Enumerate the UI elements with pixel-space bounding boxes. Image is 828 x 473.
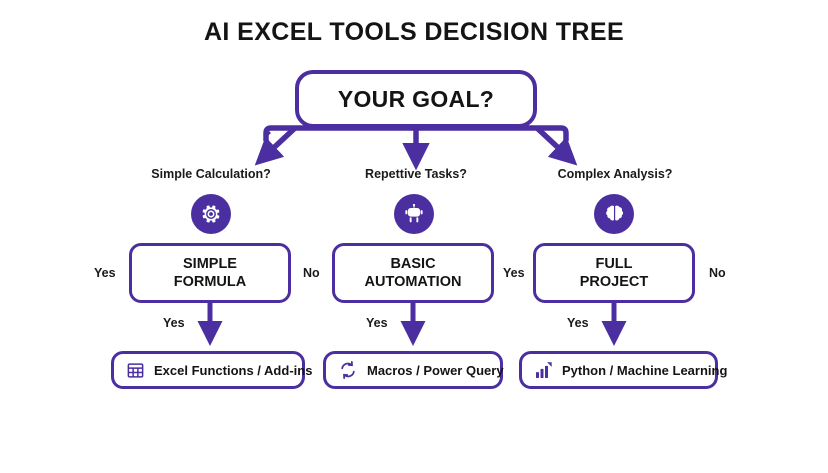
decision-box-1-line2: FORMULA <box>173 274 247 290</box>
decision-box-3[interactable]: FULL PROJECT <box>533 243 695 303</box>
gear-icon <box>200 203 222 225</box>
decision-box-3-line1: FULL <box>595 255 633 272</box>
decision-box-2-line2: AUTOMATION <box>364 274 462 290</box>
brain-icon <box>603 203 626 226</box>
branch-question-2: Repettive Tasks? <box>365 167 467 181</box>
table-grid-icon <box>126 361 145 380</box>
result-box-2-label: Macros / Power Query <box>367 362 504 378</box>
edge-label-right-3: No <box>709 266 726 280</box>
result-box-2[interactable]: Macros / Power Query <box>323 351 504 389</box>
refresh-cycle-icon <box>338 360 358 380</box>
edge-label-left-1: Yes <box>94 266 116 280</box>
result-box-1[interactable]: Excel Functions / Add-ins <box>111 351 312 389</box>
robot-icon <box>403 203 425 225</box>
decision-box-2[interactable]: BASIC AUTOMATION <box>332 243 494 303</box>
decision-box-3-line2: PROJECT <box>579 274 649 290</box>
edge-label-down-1: Yes <box>163 316 185 330</box>
result-box-3[interactable]: Python / Machine Learning <box>519 351 727 389</box>
brain-icon-circle <box>594 194 634 234</box>
edge-label-left-3: Yes <box>503 266 525 280</box>
decision-box-2-line1: BASIC <box>390 255 436 272</box>
edge-label-down-3: Yes <box>567 316 589 330</box>
branch-question-1: Simple Calculation? <box>151 167 271 181</box>
bar-chart-icon <box>534 361 553 380</box>
robot-icon-circle <box>394 194 434 234</box>
decision-box-1[interactable]: SIMPLE FORMULA <box>129 243 291 303</box>
root-node-label: YOUR GOAL? <box>337 85 495 112</box>
result-box-3-label: Python / Machine Learning <box>562 362 728 378</box>
decision-box-1-line1: SIMPLE <box>183 255 237 272</box>
result-box-1-label: Excel Functions / Add-ins <box>154 362 313 378</box>
root-node[interactable]: YOUR GOAL? <box>295 70 537 128</box>
edge-label-left-2: No <box>303 266 320 280</box>
diagram-title: AI EXCEL TOOLS DECISION TREE <box>203 18 625 46</box>
gear-icon-circle <box>191 194 231 234</box>
branch-question-3: Complex Analysis? <box>557 167 673 181</box>
edge-label-down-2: Yes <box>366 316 388 330</box>
